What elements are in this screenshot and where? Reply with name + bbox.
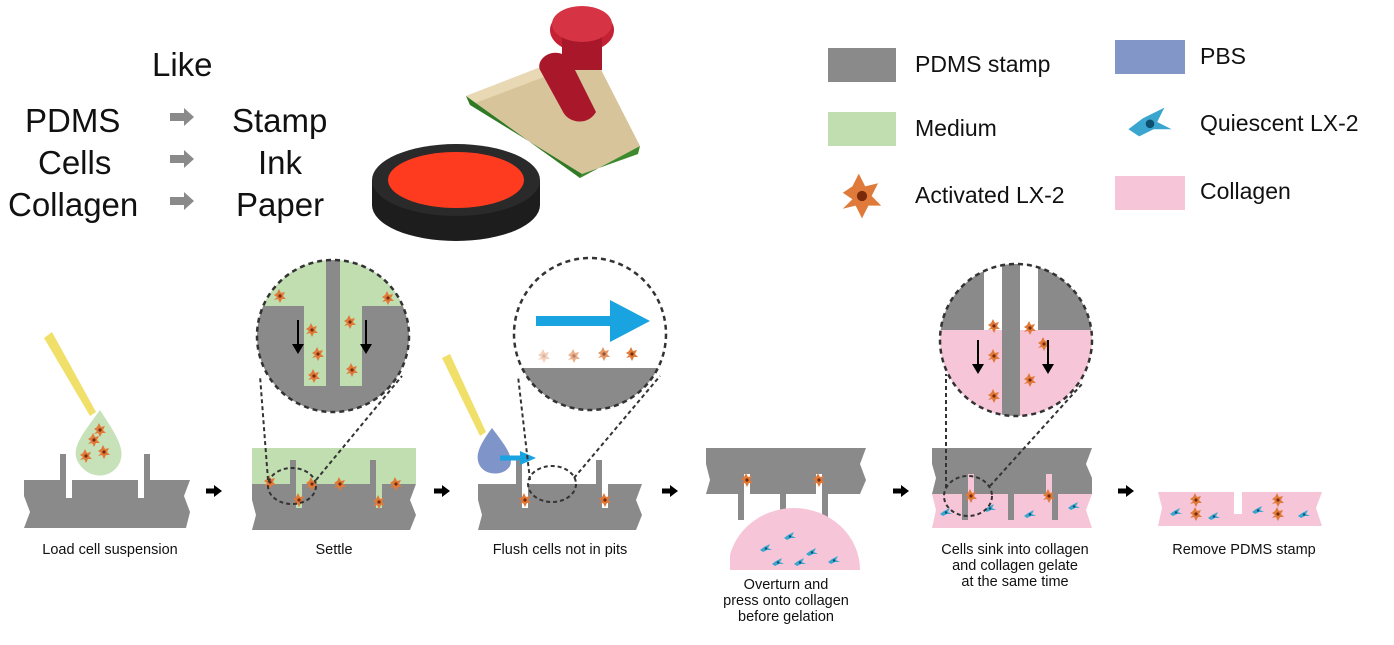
analogy-left-cells: Cells [38, 144, 112, 181]
legend-swatch-collagen [1115, 176, 1185, 210]
legend-label-quiescent: Quiescent LX-2 [1200, 110, 1359, 136]
right-arrow-icon [170, 108, 194, 210]
analogy-right-paper: Paper [236, 186, 325, 223]
analogy-left-pdms: PDMS [25, 102, 121, 139]
quiescent-cell-icon [1128, 107, 1172, 137]
legend-label-activated: Activated LX-2 [915, 182, 1065, 208]
step3-flush [442, 256, 668, 530]
analogy-header: Like [152, 46, 213, 83]
analogy-right-ink: Ink [258, 144, 303, 181]
step5-label: Cells sink into collagen and collagen ge… [941, 542, 1089, 591]
legend-label-pbs: PBS [1200, 43, 1247, 69]
pipette-icon [44, 332, 96, 416]
activated-cell-icon [842, 173, 882, 219]
step1-label: Load cell suspension [42, 542, 178, 558]
pipette-icon [442, 354, 486, 436]
step3-label: Flush cells not in pits [492, 542, 628, 558]
step6-label: Remove PDMS stamp [1172, 542, 1316, 558]
rubber-stamp-icon [372, 6, 640, 241]
step5-sink [932, 262, 1094, 528]
analogy-right-stamp: Stamp [232, 102, 328, 139]
step4-label: Overturn and press onto collagen before … [723, 577, 849, 626]
step1-load [24, 332, 190, 528]
legend-swatch-pbs [1115, 40, 1185, 74]
step2-settle [252, 258, 416, 530]
step4-overturn [706, 448, 866, 570]
legend-swatch-medium [828, 112, 896, 146]
legend-label-pdms: PDMS stamp [915, 51, 1051, 77]
step6-remove [1158, 492, 1322, 526]
legend-swatch-pdms [828, 48, 896, 82]
step2-label: Settle [315, 542, 353, 558]
legend-label-medium: Medium [915, 115, 997, 141]
legend-label-collagen: Collagen [1200, 178, 1291, 204]
analogy-left-collagen: Collagen [8, 186, 139, 223]
